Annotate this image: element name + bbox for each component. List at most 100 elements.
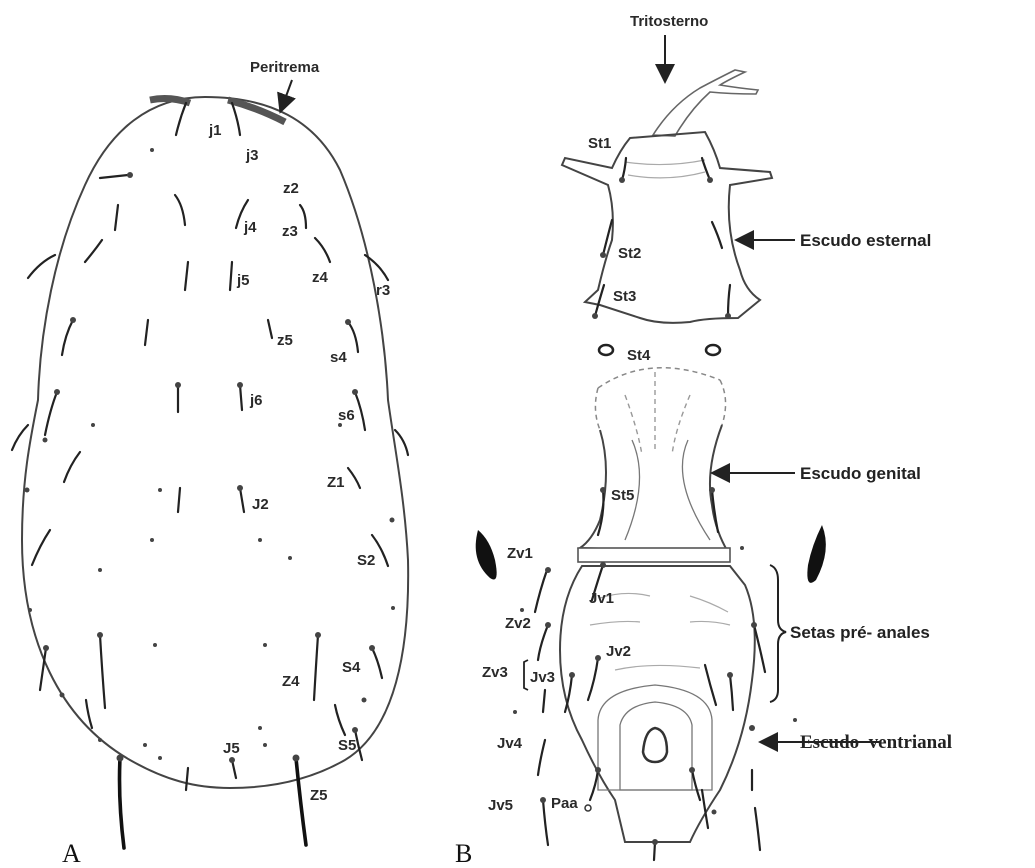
seta-base [600, 487, 606, 493]
pore [28, 608, 32, 612]
seta [755, 808, 760, 850]
seta [62, 320, 73, 355]
label-zv1: Zv1 [507, 545, 533, 562]
pore [98, 568, 102, 572]
pore [513, 710, 517, 714]
seta [543, 800, 548, 845]
label-j4: j4 [243, 219, 257, 236]
panel-label-b: B [455, 839, 472, 868]
seta-base [595, 655, 601, 661]
exopodal-plate-left [476, 530, 497, 580]
seta-base [689, 767, 695, 773]
seta [543, 690, 545, 712]
sternal-line [628, 172, 705, 178]
seta [712, 222, 722, 248]
label-paa: Paa [551, 795, 578, 812]
label-z4: z4 [312, 269, 329, 286]
pore [520, 608, 524, 612]
label-setas-pre-anales: Setas pré- anales [790, 623, 930, 642]
pore [362, 698, 367, 703]
seta [300, 205, 306, 228]
pore [258, 726, 262, 730]
label-jv2: Jv2 [606, 643, 631, 660]
label-jv4: Jv4 [497, 735, 523, 752]
pre-anal-bracket [770, 565, 786, 702]
pore [712, 810, 717, 815]
dorsal-pores [25, 148, 396, 760]
seta-base [175, 382, 181, 388]
seta-base [727, 672, 733, 678]
label-escudo-esternal: Escudo esternal [800, 231, 931, 250]
seta [705, 665, 716, 705]
label-jv5: Jv5 [488, 797, 513, 814]
label-Z1: Z1 [327, 474, 345, 491]
label-zv3: Zv3 [482, 664, 508, 681]
ventrianal-line [690, 621, 730, 625]
genital-posterior-band [578, 548, 730, 562]
pore [158, 488, 162, 492]
ventrianal-line [590, 621, 640, 625]
seta-base [352, 389, 358, 395]
seta-base [540, 797, 546, 803]
seta-base [237, 382, 243, 388]
seta-base [229, 757, 235, 763]
pore [153, 643, 157, 647]
seta [702, 158, 710, 180]
seta [64, 452, 80, 482]
label-zv2: Zv2 [505, 615, 531, 632]
metasternal-plate-right [706, 345, 720, 355]
sternal-line [625, 160, 705, 165]
pore [288, 556, 292, 560]
zv3-bracket [524, 660, 528, 690]
anal-opening [643, 728, 667, 762]
seta [175, 195, 185, 225]
genital-dashed-lines [625, 372, 690, 455]
pore [143, 743, 147, 747]
label-j5: j5 [236, 272, 250, 289]
seta [45, 392, 57, 435]
label-j3: j3 [245, 147, 259, 164]
label-J2: J2 [252, 496, 269, 513]
seta [185, 262, 188, 290]
seta [85, 240, 102, 262]
pore [43, 438, 48, 443]
label-escudo-genital: Escudo genital [800, 464, 921, 483]
seta [268, 320, 272, 338]
label-st3: St3 [613, 288, 636, 305]
label-s4: s4 [330, 349, 347, 366]
seta [315, 238, 330, 262]
pore [263, 743, 267, 747]
seta-base [545, 622, 551, 628]
seta [372, 648, 382, 678]
pore [150, 538, 154, 542]
pore [391, 606, 395, 610]
seta-base [725, 313, 731, 319]
label-z5: z5 [277, 332, 293, 349]
seta [86, 700, 92, 728]
pore [585, 805, 591, 811]
label-st1: St1 [588, 135, 611, 152]
label-st2: St2 [618, 245, 641, 262]
label-S4: S4 [342, 659, 361, 676]
pore [740, 546, 744, 550]
seta-base [600, 252, 606, 258]
label-jv1: Jv1 [589, 590, 614, 607]
seta-base [127, 172, 133, 178]
seta [314, 635, 318, 700]
seta-base [595, 767, 601, 773]
seta-base [751, 622, 757, 628]
dorsal-shield-outline [22, 97, 408, 788]
seta-base [43, 645, 49, 651]
seta-base [709, 487, 715, 493]
label-st5: St5 [611, 487, 634, 504]
seta [588, 658, 598, 700]
seta [240, 488, 244, 512]
pore [150, 148, 154, 152]
seta [728, 285, 730, 316]
pore [263, 643, 267, 647]
seta [348, 322, 358, 352]
exopodal-plate-right [807, 525, 825, 583]
seta-base [54, 389, 60, 395]
pore [60, 693, 65, 698]
